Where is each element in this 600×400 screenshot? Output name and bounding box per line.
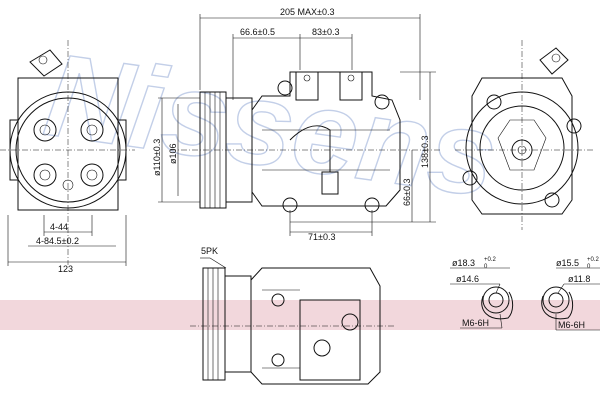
back-view — [455, 40, 595, 230]
dim-height-total: 138±0.3 — [420, 136, 430, 168]
dim-holes-b: 4-84.5±0.2 — [36, 236, 79, 246]
dim-overall-length: 205 MAX±0.3 — [280, 7, 334, 17]
dim-mount-spacing-2: 83±0.3 — [312, 27, 339, 37]
bottom-view — [190, 257, 395, 385]
port-right-tol-upper: +0.2 — [587, 257, 600, 263]
port-right-outer: ø15.5 — [556, 258, 579, 268]
watermark-text: Nissens — [38, 29, 505, 223]
port-detail-left — [450, 267, 514, 329]
belt-label: 5PK — [201, 246, 218, 256]
port-right-tol-lower: 0 — [587, 264, 591, 270]
port-right-thread: M6-6H — [558, 320, 585, 330]
front-view — [0, 40, 135, 266]
port-left-outer: ø18.3 — [452, 258, 475, 268]
dim-pulley-outer: ø110±0.3 — [152, 139, 162, 176]
port-right-inner: ø11.8 — [568, 274, 590, 284]
port-left-tol-upper: +0.2 — [484, 257, 497, 263]
side-view — [158, 14, 440, 236]
dim-holes-a: 4-44 — [50, 222, 68, 232]
port-left-thread: M6-6H — [462, 318, 489, 328]
port-left-tol-lower: 0 — [484, 264, 488, 270]
dim-pulley-inner: ø106 — [168, 143, 178, 164]
dim-front-width: 123 — [58, 264, 73, 274]
dim-height-mount: 66±0.3 — [402, 179, 412, 206]
dim-mount-width: 71±0.3 — [308, 232, 335, 242]
dim-mount-spacing-1: 66.6±0.5 — [240, 27, 275, 37]
port-detail-right — [541, 267, 600, 331]
port-left-inner: ø14.6 — [456, 274, 479, 284]
